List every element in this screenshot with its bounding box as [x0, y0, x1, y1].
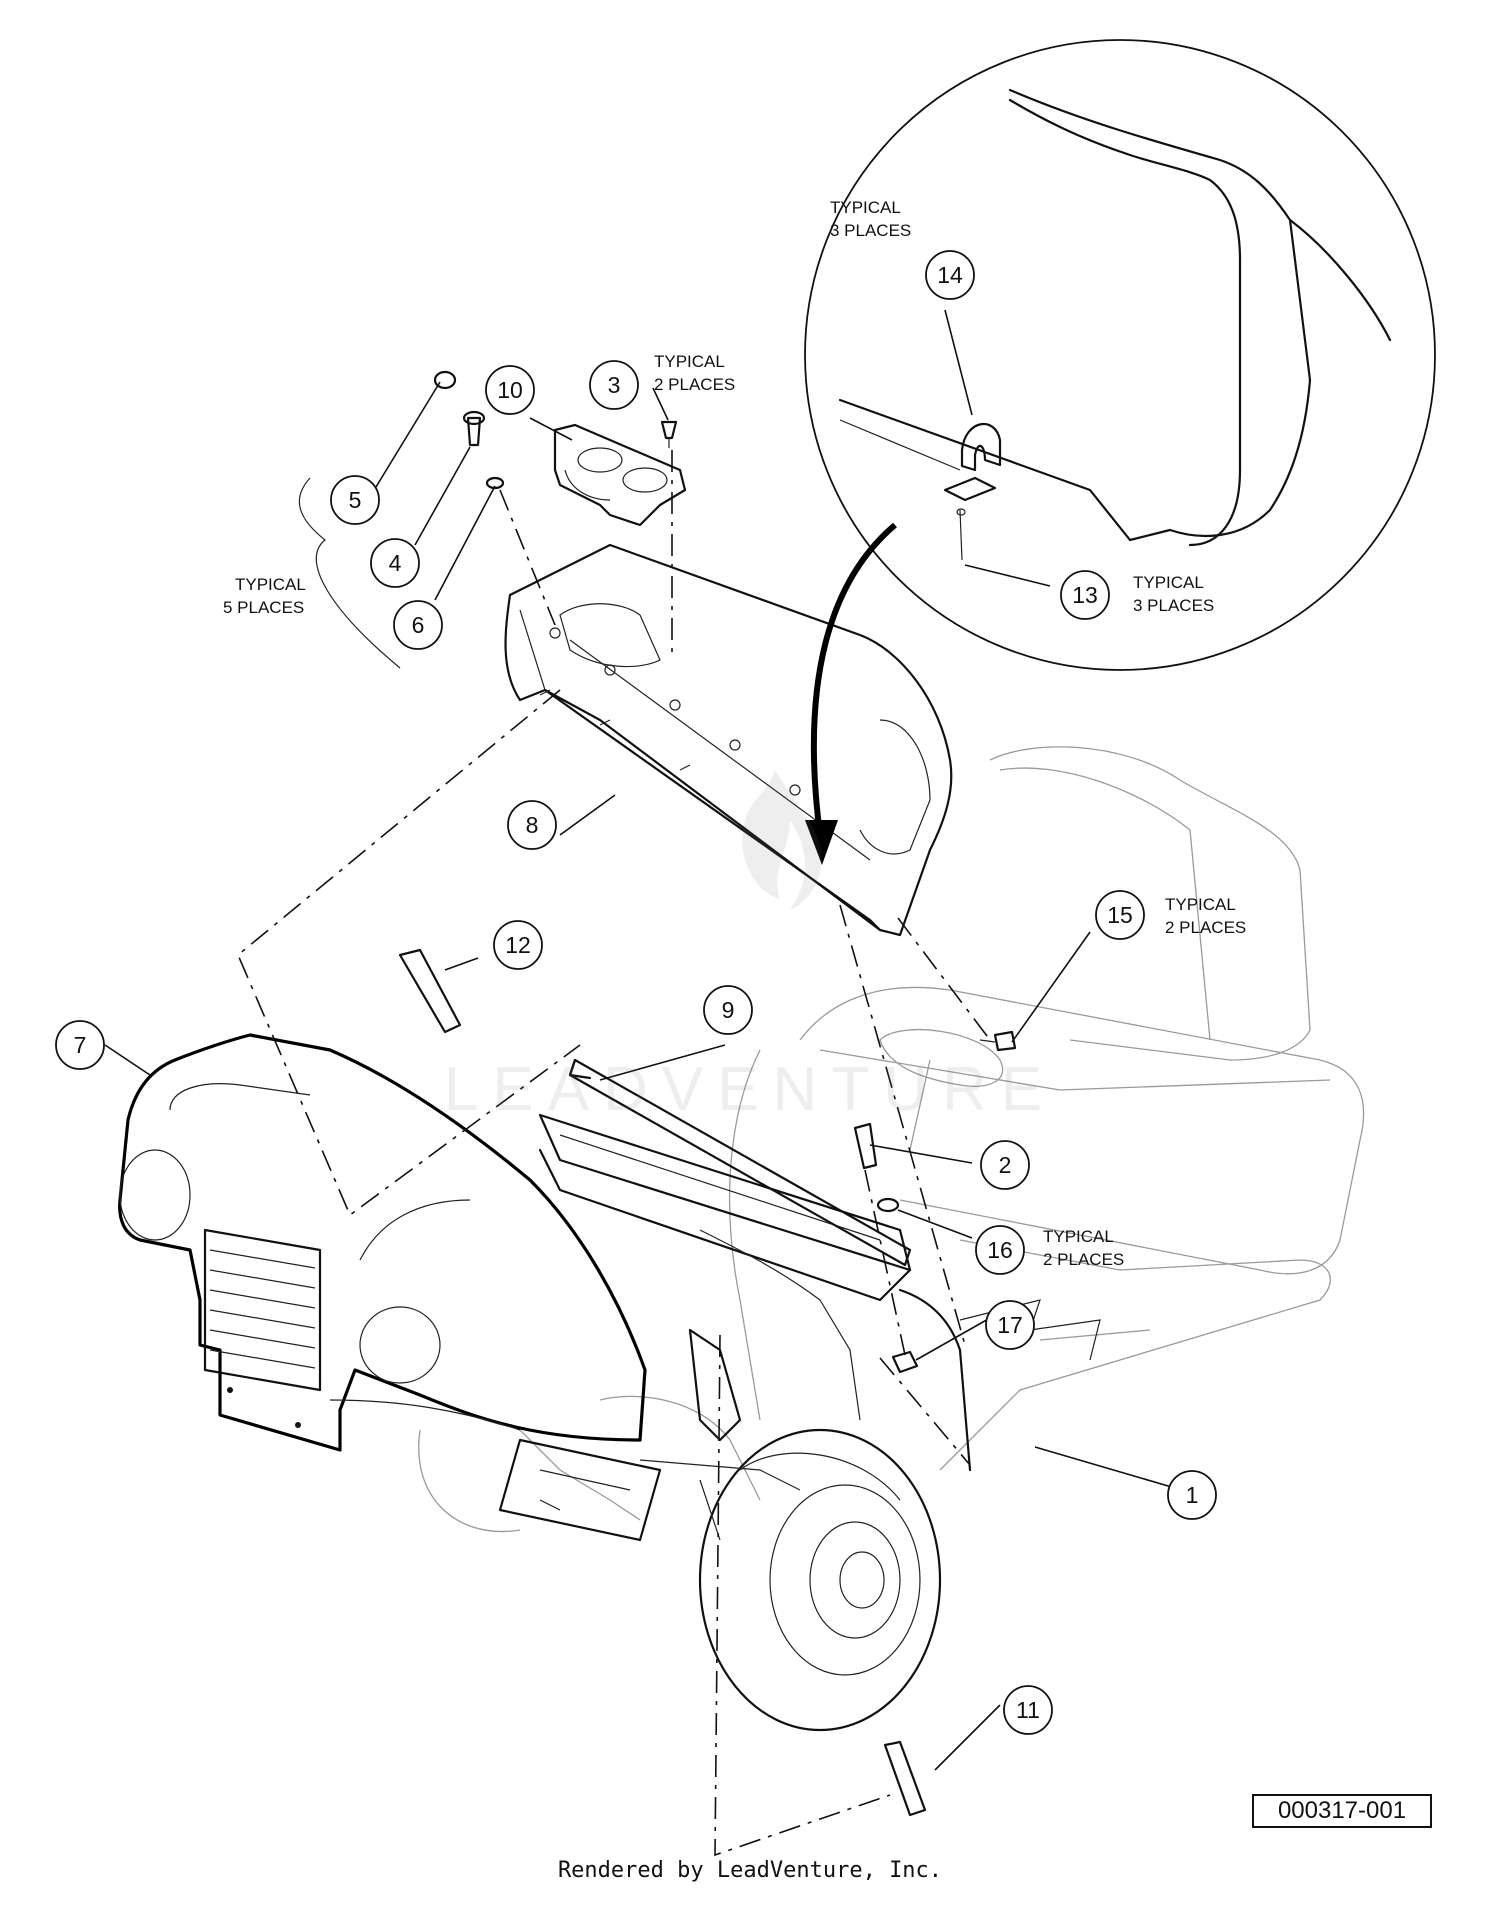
svg-text:6: 6 — [412, 612, 425, 638]
leader-lines — [104, 309, 1176, 1771]
front-cowl — [118, 1033, 647, 1452]
svg-text:9: 9 — [722, 997, 735, 1023]
callout-6: 6 — [393, 600, 443, 650]
callout-11: 11 — [1003, 1685, 1053, 1735]
golf-cart-body-outline — [418, 746, 1365, 1533]
note-13: TYPICAL 3 PLACES — [1133, 573, 1214, 615]
callout-17: 17 — [985, 1300, 1035, 1350]
svg-text:TYPICAL: TYPICAL — [235, 575, 306, 594]
svg-text:1: 1 — [1186, 1482, 1199, 1508]
callout-2: 2 — [980, 1140, 1030, 1190]
diagram-reference-code: 000317-001 — [1252, 1794, 1432, 1828]
render-credit: Rendered by LeadVenture, Inc. — [557, 1858, 943, 1883]
svg-text:TYPICAL: TYPICAL — [1165, 895, 1236, 914]
callout-10: 10 — [485, 365, 535, 415]
front-bracket-strip — [568, 1058, 912, 1267]
note-5-4-6: TYPICAL 5 PLACES — [223, 575, 306, 617]
watermark: LEADVENTURE — [444, 770, 1056, 1124]
callout-8: 8 — [507, 800, 557, 850]
callout-16: 16 — [975, 1225, 1025, 1275]
svg-text:5 PLACES: 5 PLACES — [223, 598, 304, 617]
svg-text:TYPICAL: TYPICAL — [1133, 573, 1204, 592]
note-3: TYPICAL 2 PLACES — [654, 352, 735, 394]
callout-9: 9 — [703, 985, 753, 1035]
front-wheel — [698, 1428, 942, 1732]
svg-text:3: 3 — [608, 372, 621, 398]
svg-text:3 PLACES: 3 PLACES — [830, 221, 911, 240]
callout-4: 4 — [370, 538, 420, 588]
svg-text:TYPICAL: TYPICAL — [1043, 1227, 1114, 1246]
note-15: TYPICAL 2 PLACES — [1165, 895, 1246, 937]
callout-3: 3 — [589, 360, 639, 410]
svg-text:10: 10 — [497, 377, 523, 403]
assembly-lines — [237, 450, 991, 1857]
cup-holder — [553, 423, 687, 527]
svg-text:12: 12 — [505, 932, 531, 958]
svg-text:TYPICAL: TYPICAL — [830, 198, 901, 217]
svg-text:8: 8 — [526, 812, 539, 838]
callout-13: 13 — [1060, 570, 1110, 620]
svg-text:16: 16 — [987, 1237, 1013, 1263]
note-14: TYPICAL 3 PLACES — [830, 198, 911, 240]
detail-arrow — [805, 522, 897, 865]
detail-inset — [804, 39, 1436, 671]
small-hardware — [398, 370, 1017, 1817]
svg-text:13: 13 — [1072, 582, 1098, 608]
svg-text:15: 15 — [1107, 902, 1133, 928]
svg-text:5: 5 — [349, 487, 362, 513]
instrument-panel — [504, 543, 953, 937]
svg-text:2 PLACES: 2 PLACES — [654, 375, 735, 394]
callout-7: 7 — [55, 1020, 105, 1070]
svg-text:4: 4 — [389, 550, 402, 576]
callout-5: 5 — [330, 475, 380, 525]
callout-1: 1 — [1167, 1470, 1217, 1520]
svg-text:2: 2 — [999, 1152, 1012, 1178]
svg-text:11: 11 — [1016, 1697, 1040, 1723]
svg-text:2 PLACES: 2 PLACES — [1043, 1250, 1124, 1269]
svg-text:2 PLACES: 2 PLACES — [1165, 918, 1246, 937]
front-suspension — [498, 1328, 801, 1542]
svg-text:TYPICAL: TYPICAL — [654, 352, 725, 371]
svg-text:7: 7 — [74, 1032, 87, 1058]
svg-text:3 PLACES: 3 PLACES — [1133, 596, 1214, 615]
callout-15: 15 — [1095, 890, 1145, 940]
svg-text:14: 14 — [937, 262, 963, 288]
callout-12: 12 — [493, 920, 543, 970]
watermark-text: LEADVENTURE — [444, 1055, 1056, 1124]
svg-text:17: 17 — [997, 1312, 1023, 1338]
note-16: TYPICAL 2 PLACES — [1043, 1227, 1124, 1269]
callout-14: 14 — [925, 250, 975, 300]
